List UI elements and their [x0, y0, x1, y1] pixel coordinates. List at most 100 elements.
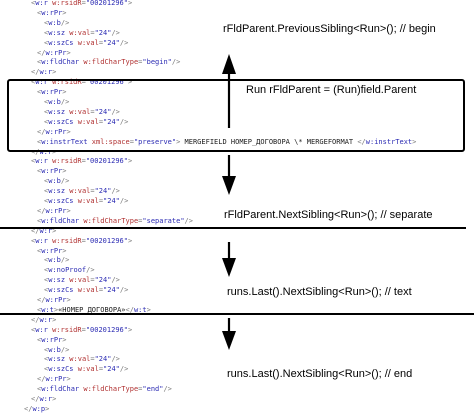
xml-token: w:val	[77, 117, 99, 126]
xml-token: w:b	[48, 345, 61, 354]
xml-token: >	[127, 0, 133, 7]
xml-token: w:p	[32, 404, 46, 413]
xml-token: w:sz	[48, 276, 66, 285]
xml-line: <w:b/>	[44, 18, 69, 29]
xml-token: w:rPr	[41, 167, 63, 176]
xml-token: />	[60, 98, 70, 106]
xml-token: >	[66, 48, 71, 57]
xml-line: <w:rPr>	[37, 335, 67, 346]
xml-line: <w:szCs w:val="24"/>	[44, 38, 128, 49]
xml-token: w:noProof	[48, 266, 87, 275]
xml-token: w:r	[35, 157, 48, 166]
xml-token: <	[44, 107, 49, 116]
xml-token: =	[90, 187, 95, 196]
xml-token: </	[31, 315, 40, 324]
xml-line: <w:rPr>	[37, 166, 67, 177]
xml-token: w:szCs	[48, 197, 74, 205]
xml-token: </	[37, 206, 46, 215]
xml-token: <	[44, 286, 49, 295]
xml-token: >	[176, 137, 181, 146]
xml-token: w:b	[48, 177, 61, 186]
xml-token: w:sz	[48, 28, 66, 37]
xml-token: w:r	[39, 395, 53, 403]
xml-token: />	[119, 365, 129, 374]
xml-token: "24"	[103, 197, 120, 205]
xml-token: w:rPr	[45, 48, 67, 57]
arrow-up-head	[222, 54, 236, 74]
xml-token: />	[111, 187, 120, 196]
xml-token: />	[86, 266, 95, 275]
xml-token: "00201296"	[85, 78, 128, 87]
separator-line-bottom	[0, 313, 474, 315]
xml-token: w:fldChar	[41, 385, 80, 394]
xml-token: =	[129, 137, 134, 146]
xml-token: w:val	[77, 38, 99, 47]
xml-line: <w:sz w:val="24"/>	[44, 186, 120, 197]
xml-token: w:rPr	[45, 296, 67, 304]
xml-token: >	[45, 404, 50, 413]
xml-token: w:rsidR	[52, 78, 82, 87]
xml-token: >	[127, 157, 133, 166]
xml-line: <w:szCs w:val="24"/>	[44, 285, 128, 296]
xml-token: <	[31, 325, 36, 334]
xml-line: </w:rPr>	[37, 127, 71, 138]
xml-token: <	[37, 335, 42, 344]
xml-token: w:val	[69, 107, 91, 116]
xml-token: />	[60, 18, 70, 27]
xml-token: =	[81, 325, 86, 334]
xml-token: <	[44, 266, 49, 275]
xml-token: <	[44, 355, 49, 364]
xml-token: «НОМЕР_ДОГОВОРА»	[58, 305, 126, 314]
xml-token: =	[98, 117, 104, 126]
current-run-frame	[7, 79, 465, 152]
xml-token: />	[111, 107, 120, 116]
xml-line: <w:sz w:val="24"/>	[44, 28, 120, 39]
xml-token: </	[24, 404, 33, 413]
xml-line: <w:r w:rsidR="00201296">	[31, 0, 132, 9]
xml-token: >	[52, 315, 57, 324]
xml-token: "00201296"	[85, 0, 128, 7]
xml-token: w:instrText	[365, 137, 413, 146]
xml-line: <w:r w:rsidR="00201296">	[31, 156, 132, 167]
xml-line: <w:r w:rsidR="00201296">	[31, 77, 132, 88]
xml-token: w:szCs	[48, 365, 74, 374]
xml-token: w:szCs	[48, 286, 74, 295]
xml-token: >	[127, 78, 133, 87]
xml-token: =	[98, 286, 104, 295]
xml-token: "00201296"	[85, 157, 128, 166]
xml-token: <	[44, 18, 49, 27]
xml-token: w:r	[35, 325, 48, 334]
xml-token: >	[412, 137, 417, 146]
xml-token: "separate"	[142, 216, 185, 225]
xml-token: />	[119, 286, 129, 295]
xml-token: w:t	[41, 305, 54, 314]
xml-token: />	[184, 216, 193, 225]
xml-token: w:sz	[48, 107, 66, 116]
xml-line: <w:szCs w:val="24"/>	[44, 117, 128, 128]
xml-token: <	[44, 117, 49, 126]
xml-token: />	[60, 256, 70, 265]
xml-line: <w:rPr>	[37, 246, 67, 257]
xml-token: "preserve"	[133, 137, 177, 146]
xml-token: w:r	[39, 68, 53, 77]
xml-token: <	[44, 256, 49, 265]
xml-token: w:r	[35, 236, 48, 245]
xml-token: "24"	[94, 107, 112, 116]
xml-token: MERGEFIELD НОМЕР_ДОГОВОРА \* MERGEFORMAT	[180, 137, 358, 146]
xml-token: w:rsidR	[52, 0, 82, 7]
xml-token: w:val	[69, 28, 91, 37]
xml-token: w:r	[39, 226, 53, 235]
xml-line: </w:rPr>	[37, 374, 71, 385]
xml-token: />	[111, 276, 120, 285]
xml-token: <	[44, 365, 49, 374]
xml-token: <	[44, 197, 49, 205]
xml-token: <	[37, 8, 42, 17]
xml-line: </w:r>	[31, 394, 56, 405]
xml-token: </	[37, 296, 46, 304]
xml-token: w:fldCharType	[83, 58, 139, 67]
xml-token: >	[146, 305, 151, 314]
xml-listing: <w:r w:rsidR="00201296"><w:rPr><w:b/><w:…	[24, 0, 417, 413]
xml-token: w:fldChar	[41, 216, 80, 225]
xml-token: w:rsidR	[52, 236, 82, 245]
xml-line: </w:r>	[31, 226, 56, 237]
